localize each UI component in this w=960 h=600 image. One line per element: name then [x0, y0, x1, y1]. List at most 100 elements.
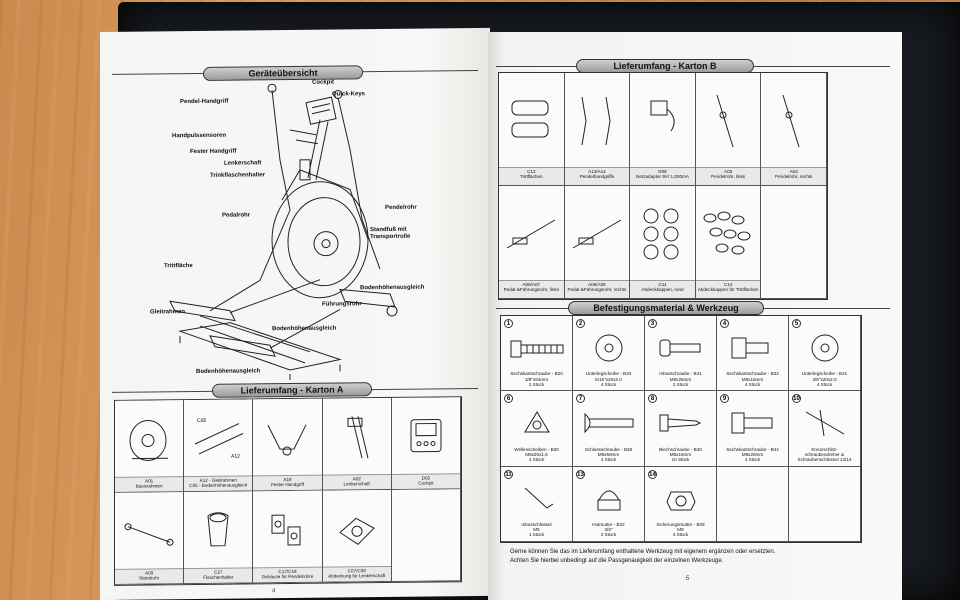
pedal-tube-right-icon [572, 219, 622, 248]
washer-large-icon [811, 334, 838, 362]
empty-cell [789, 466, 861, 542]
callout-handpulssensoren: Handpulssensoren [172, 132, 227, 140]
part-code: A13/A14 [588, 169, 606, 174]
callout-bodenhoehenausgleich-2: Bodenhöhenausgleich [272, 325, 337, 333]
part-name: Pendelrohr, links [711, 174, 746, 180]
hex-bolt-medium-icon [731, 412, 772, 434]
part-code: C12 [527, 169, 536, 174]
pendulum-housing-icon [271, 514, 301, 546]
callout-quick-keys: Quick-Keys [332, 91, 366, 98]
hw-line1: Blechschraube - B40 [659, 446, 702, 452]
pedal-tube-left-icon [507, 219, 556, 248]
page-number-right: 5 [686, 576, 690, 582]
cockpit-icon [410, 418, 442, 452]
part-name: Abdeckkappen für Trittflächen [697, 287, 759, 293]
hw-line3: 2 Stück [672, 381, 689, 387]
part-name: Trittflächen [520, 174, 543, 180]
hw-line2: M8 [677, 527, 684, 533]
hw-line1: Inbusschlüssel [521, 522, 552, 527]
hw-line2: 3/8"x64mm [524, 376, 549, 382]
item-number: 13 [576, 469, 585, 479]
carriage-bolt-icon [584, 413, 633, 434]
part-name: Abdeckkappen, rund [641, 287, 684, 293]
part-code: A04 [789, 169, 798, 174]
pendulum-tube-left-icon [716, 94, 734, 147]
part-code: A06/A08 [588, 282, 606, 287]
pendulum-tube-right-icon [782, 94, 800, 147]
item-number: 14 [648, 469, 657, 479]
hw-line1: Unterlegscheibe - B33 [585, 371, 632, 377]
hw-line2: 5/16"x20x2,0 [595, 376, 622, 382]
item-number: 11 [504, 469, 513, 479]
part-name: Pendelrohr, rechts [775, 174, 813, 180]
hex-bolt-short-icon [731, 337, 768, 359]
callout-lenkerschaft: Lenkerschaft [224, 160, 262, 167]
callout-standfuss: Standfuß mit Transportrolle [370, 226, 411, 241]
item-number: 4 [720, 319, 729, 328]
round-caps-icon [643, 208, 679, 259]
hw-line3: 1 Stück [528, 532, 545, 538]
hex-bolt-long-icon [510, 340, 563, 358]
part-code: C11 [658, 282, 667, 287]
part-name: Flaschenhalter [203, 574, 234, 581]
part-name: Standrohr [139, 575, 160, 581]
item-number: 7 [576, 394, 585, 404]
allen-key-icon [524, 487, 553, 509]
hw-line3: 2 Stück [600, 532, 617, 538]
hw-line2: 3/8" [604, 527, 613, 533]
hw-line1: Wellenscheiben - B30 [514, 446, 559, 452]
item-number: 9 [720, 394, 729, 404]
hw-line1: Hutmutter - B22 [592, 522, 625, 527]
elliptical-trainer-diagram [169, 83, 398, 381]
base-frame-icon [129, 419, 169, 461]
hw-line2: M8x20mm [741, 451, 764, 457]
callout-cockpit: Cockpit [312, 79, 335, 86]
item-number: 6 [504, 394, 513, 404]
screwdriver-wrench-icon [805, 410, 844, 437]
part-name: Basisrahmen [135, 483, 163, 489]
hw-line2: M5x16mm [669, 451, 692, 457]
part-code: D08 [658, 169, 667, 174]
hw-line3: 4 Stück [744, 381, 761, 387]
empty-cell [391, 489, 461, 582]
c05-label: C05 [197, 417, 206, 423]
hw-line2: schraubendreher & [804, 451, 845, 457]
item-number: 8 [648, 394, 657, 404]
part-name: Pedal-&Führungsrohr, links [503, 287, 559, 293]
carton-b-title: Lieferumfang - Karton B [576, 59, 754, 73]
hw-line2: M5 [533, 527, 540, 533]
page-number-left: 4 [272, 588, 276, 595]
callout-pendelrohr: Pendelrohr [385, 204, 417, 212]
part-code: A05/A07 [522, 282, 541, 287]
hw-line1: Unterlegscheibe - B21 [801, 371, 848, 377]
item-number: 2 [576, 319, 585, 328]
hw-line3: 4 Stück [528, 457, 545, 463]
item-number: 1 [504, 319, 513, 328]
stand-tube-icon [124, 522, 174, 546]
part-name: Pendelhandgriffe [579, 174, 615, 180]
